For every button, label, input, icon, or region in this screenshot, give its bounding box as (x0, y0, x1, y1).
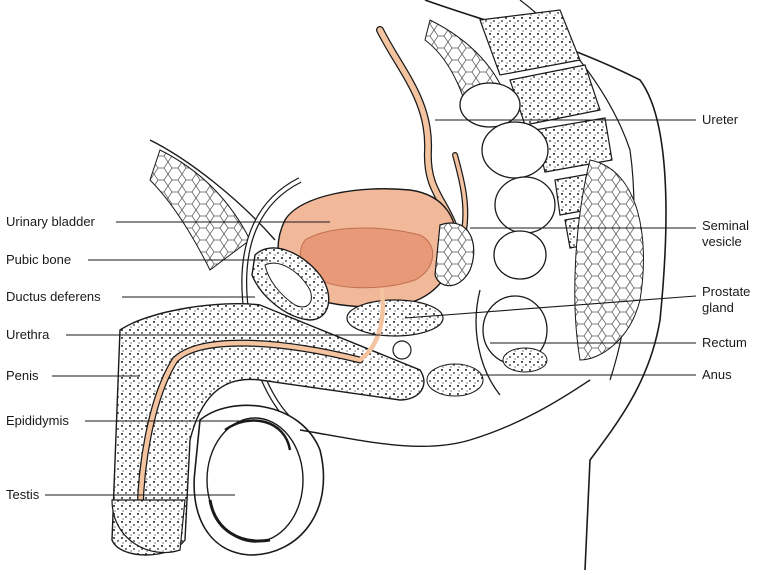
pubic-bone-inner (264, 262, 312, 308)
bulbourethral-gland (392, 340, 412, 360)
glans (111, 499, 186, 554)
perineum-outline (299, 379, 591, 448)
label-prostate-gland: Prostate gland (702, 284, 751, 315)
prostate-shape (346, 299, 444, 337)
posterior-fat-tissue (574, 159, 644, 361)
seminal-vesicle-shape (434, 222, 475, 287)
label-penis: Penis (6, 368, 39, 383)
leader-lines (45, 119, 697, 496)
rectum-wall (475, 289, 501, 396)
label-seminal-vesicle: Seminal vesicle (702, 218, 749, 249)
label-anus: Anus (702, 367, 732, 382)
label-urinary-bladder: Urinary bladder (6, 214, 95, 229)
perineal-muscle (426, 363, 484, 397)
rectum-loops (459, 82, 556, 365)
label-ureter: Ureter (702, 112, 739, 127)
label-urethra: Urethra (6, 327, 50, 342)
tunica-shadow (208, 499, 271, 543)
abdominal-wall-line (149, 139, 276, 241)
ductus-deferens-tube (242, 178, 301, 422)
epididymis-shape (224, 419, 292, 451)
urethra-tube (137, 287, 385, 523)
label-pubic-bone: Pubic bone (6, 252, 72, 267)
label-rectum: Rectum (702, 335, 747, 350)
label-epididymis: Epididymis (6, 413, 69, 428)
label-testis: Testis (6, 487, 40, 502)
leader-prostate-gland (404, 295, 697, 319)
label-ductus-deferens: Ductus deferens (6, 289, 101, 304)
anterior-fat-tissue (149, 149, 251, 271)
anal-sphincter (502, 347, 548, 373)
